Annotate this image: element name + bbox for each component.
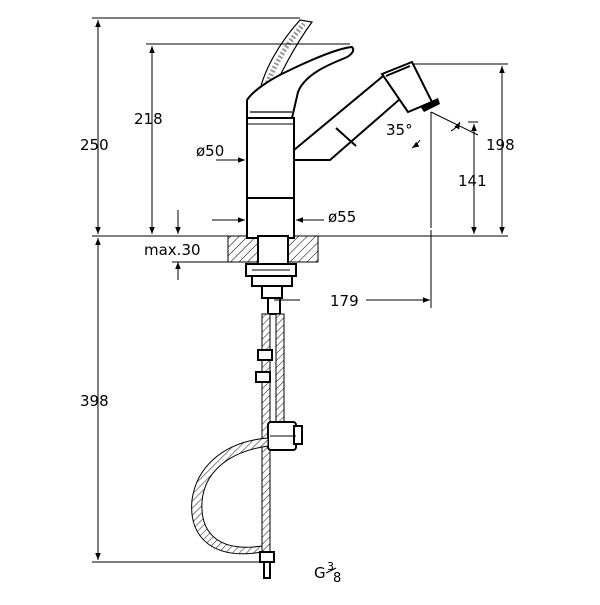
thread-size-label: G 3 8 (314, 560, 341, 586)
dim-base-diameter-label: ø55 (328, 208, 356, 226)
spout-seam (335, 127, 357, 147)
shank-assembly (245, 235, 297, 315)
lever-handle (246, 45, 355, 119)
dim-body-diameter-label: ø50 (196, 142, 224, 160)
spray-angle-label: 35° (386, 121, 413, 139)
dim-lever-height (146, 43, 350, 234)
pullout-hose-loop (191, 437, 269, 555)
svg-text:8: 8 (333, 571, 341, 586)
dim-total-height-label: 250 (80, 136, 109, 154)
dim-spout-height-label: 198 (486, 136, 515, 154)
pullout-head (380, 60, 440, 114)
dim-reach-label: 179 (330, 292, 359, 310)
dim-counter-thickness-label: max.30 (144, 241, 201, 259)
svg-text:3: 3 (327, 560, 334, 573)
dim-below-counter-label: 398 (80, 392, 109, 410)
dim-outlet-height-label: 141 (458, 172, 487, 190)
dim-counter-thickness (172, 210, 246, 280)
bottom-connector (259, 551, 275, 579)
dim-below-counter (92, 238, 260, 563)
dim-reach (274, 230, 432, 308)
svg-text:G: G (314, 564, 326, 582)
spout (293, 70, 410, 161)
dim-lever-height-label: 218 (134, 110, 163, 128)
dim-total-height (92, 17, 300, 234)
tap-body (246, 117, 295, 239)
hose-weight (267, 421, 303, 451)
spray-angle-marker (411, 111, 479, 228)
dim-spout-height (414, 63, 508, 234)
dim-outlet-height (468, 121, 478, 234)
